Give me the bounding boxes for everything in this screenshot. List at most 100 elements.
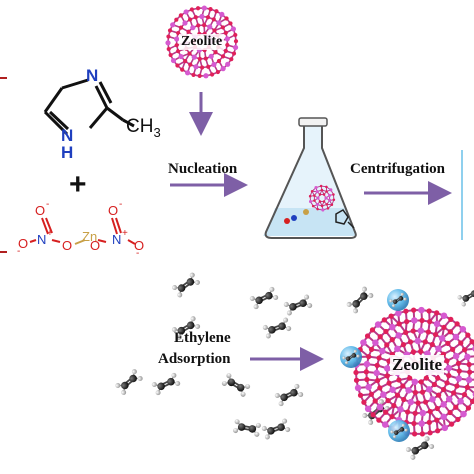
zeolite-atom [426,308,432,314]
no3-right-o-right: O [134,238,145,253]
zeolite-atom [175,63,180,68]
ethylene-molecule [172,272,200,298]
zeolite-atom [432,331,439,338]
zeolite-atom [410,307,417,313]
zeolite-atom [447,409,453,416]
zeolite-atom [436,392,442,398]
zeolite-atom [374,321,382,328]
zeolite-atom [381,421,389,428]
zeolite-atom [460,410,467,418]
zeolite-atom [374,377,381,384]
zeolite-atom [318,193,322,196]
zeolite-atom [202,23,207,28]
zeolite-atom [440,413,447,421]
zeolite-atom [183,59,188,64]
flask-imidazole [335,209,349,225]
zeolite-atom [454,321,460,327]
zeolite-atom [166,34,171,39]
zeolite-atom [214,9,219,14]
zeolite-atom [451,390,457,396]
zeolite-atom [213,50,218,55]
ethylene-molecule [390,423,408,439]
zeolite-atom [465,332,471,338]
zeolite-atom [434,405,440,412]
zeolite-atom [461,347,468,353]
no3-left-o-top: O [35,203,46,218]
ethylene-molecule [405,436,435,460]
zeolite-atom [391,402,397,409]
zeolite-atom [174,43,179,48]
zeolite-atom [225,42,230,48]
zeolite-atom [418,379,424,385]
zeolite-atom [383,328,389,335]
no3-left-o-bridge: O [62,238,73,253]
zeolite-atom [314,186,318,190]
zeolite-atom [220,66,226,72]
zeolite-atom [332,193,335,196]
zeolite-atom [363,369,369,375]
zeolite-atom [224,36,230,42]
ethylene-molecule [457,287,474,307]
zeolite-atom [231,51,237,56]
flask-zinc-atom [303,209,309,215]
imidazole-nh-n-label: N [61,126,74,145]
zeolite-atom [452,352,460,360]
zeolite-atom [193,64,199,70]
zeolite-atom [425,329,431,335]
zeolite-atom [332,198,336,202]
zeolite-atom [459,325,467,333]
zeolite-atom [211,17,216,22]
zeolite-atom [404,318,410,325]
zeolite-atom [376,403,384,411]
no3-left-n-charge: + [47,228,53,239]
zeolite-atom [174,17,179,22]
zeolite-atom [411,378,419,386]
zeolite-atom [440,312,448,319]
zeolite-atom [388,313,394,319]
flask-nitrate-atom [291,215,297,221]
zeolite-atom [377,385,383,391]
zeolite-atom [200,65,205,70]
zeolite-bottom-label: Zeolite [390,355,445,375]
zeolite-atom [364,333,371,339]
no3-right-o-bridge: O [90,238,101,253]
zeolite-atom [394,345,401,353]
zeolite-atom [403,329,409,336]
zeolite-atom [376,417,382,423]
zeolite-atom [199,13,205,20]
zeolite-atom [427,430,433,436]
ethylene-molecule [283,294,313,316]
zeolite-atom [434,310,440,316]
zeolite-atom [165,40,171,46]
zeolite-atom [187,51,192,56]
zeolite-atom [376,355,382,361]
zeolite-atom [209,72,215,77]
zeolite-atom [444,358,450,364]
zeolite-atom [427,408,433,415]
zeolite-atom [328,193,332,197]
zeolite-atom [429,396,436,403]
zeolite-atom [383,409,389,415]
no3-left-n: N [37,232,47,247]
ethylene-molecule [274,383,304,407]
zeolite-atom [197,56,202,61]
zeolite-atom [212,28,217,33]
zeolite-atom [223,48,228,54]
zeolite-atom [369,327,376,333]
zeolite-atom [197,73,202,79]
zeolite-atom [456,368,462,374]
zeolite-atom [193,15,198,20]
zeolite-atom [434,417,440,423]
zeolite-atom [419,431,426,437]
zeolite-atom [232,44,239,51]
zeolite-atom [318,200,322,203]
zeolite-atom [405,409,411,415]
imidazole-n-label: N [86,66,99,85]
zeolite-atom [174,36,180,42]
zeolite-atom [384,342,390,348]
zeolite-atom [465,405,472,411]
methyl-text: CH3 [126,116,161,140]
centrifugation-label: Centrifugation [350,161,445,177]
zeolite-atom [453,404,459,410]
zeolite-atom [170,22,176,28]
